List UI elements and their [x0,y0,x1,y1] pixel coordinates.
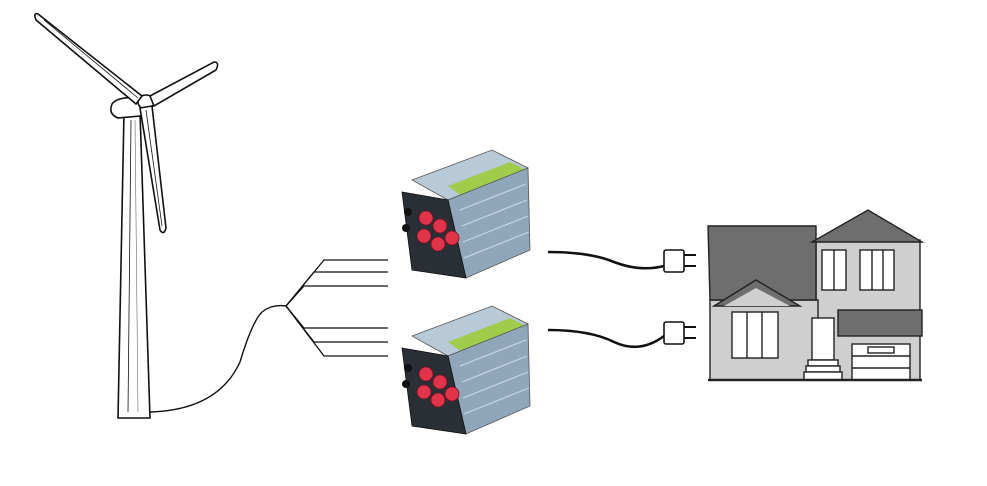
inverter-bottom-terminals [416,366,460,408]
wind-turbine-icon [34,12,219,419]
inverter-top-front [401,191,467,279]
terminal [430,392,446,408]
inverter-bottom-fin [463,387,530,415]
house-steps [807,359,839,367]
house-window [731,311,779,359]
terminal [432,218,448,234]
house-icon [707,209,925,382]
terminal [430,236,446,252]
inverter-bottom-band [448,318,526,352]
turbine-tower [117,111,151,419]
power-plug-icon [663,321,696,345]
grid-tie-inverter-icon [401,305,531,435]
plug-body-top [663,249,685,273]
terminal [418,210,434,226]
house-window [859,249,895,291]
house-gable-left-fill [724,288,790,306]
inverter-top-terminals [416,210,460,252]
house-garage-roof [837,309,923,337]
power-plug-icon [663,249,696,273]
turbine-tower-seam-2 [134,119,139,413]
output-cables [547,250,665,349]
house-garage-window [867,346,895,354]
terminal [416,228,432,244]
inverter-top-fin [462,215,529,243]
wire-upper-3 [285,285,388,307]
inverter-top-fin [461,199,528,227]
inverter-bottom-front [401,347,467,435]
inverter-bottom-fin [461,355,528,383]
inverter-bottom-port [402,380,410,388]
house-door [811,317,835,361]
house-roof-gable-right [809,209,925,243]
turbine-blade-3-edge [145,109,163,227]
turbine-tower-seam [127,119,132,413]
inverter-top-band [448,162,526,196]
inverter-bottom-port [404,364,412,372]
inverter-top-port [402,224,410,232]
terminal [444,230,460,246]
output-cable-top [547,250,665,270]
inverter-bottom-fin [459,339,527,367]
turbine-output-cable [149,304,287,413]
turbine-blade-2 [148,61,219,108]
inverter-top-fin [463,231,530,259]
terminal [416,384,432,400]
wire-lower-3 [285,305,388,357]
turbine-blade-3 [139,105,167,234]
house-steps [805,365,841,373]
wire-upper-1 [285,259,388,307]
terminal [432,374,448,390]
house-roof-main [707,225,817,301]
output-cable-bottom [547,328,665,349]
inverter-bottom-fin [462,371,529,399]
grid-tie-inverter-icon [401,149,531,279]
plug-body-bottom [663,321,685,345]
terminal [444,386,460,402]
inverter-top-port [404,208,412,216]
turbine-blade-1 [34,12,144,106]
terminal [418,366,434,382]
turbine-blade-1-edge [43,19,139,99]
inverter-top-fin [459,183,527,211]
fan-out-wires [285,259,388,357]
turbine-cable [149,304,287,413]
